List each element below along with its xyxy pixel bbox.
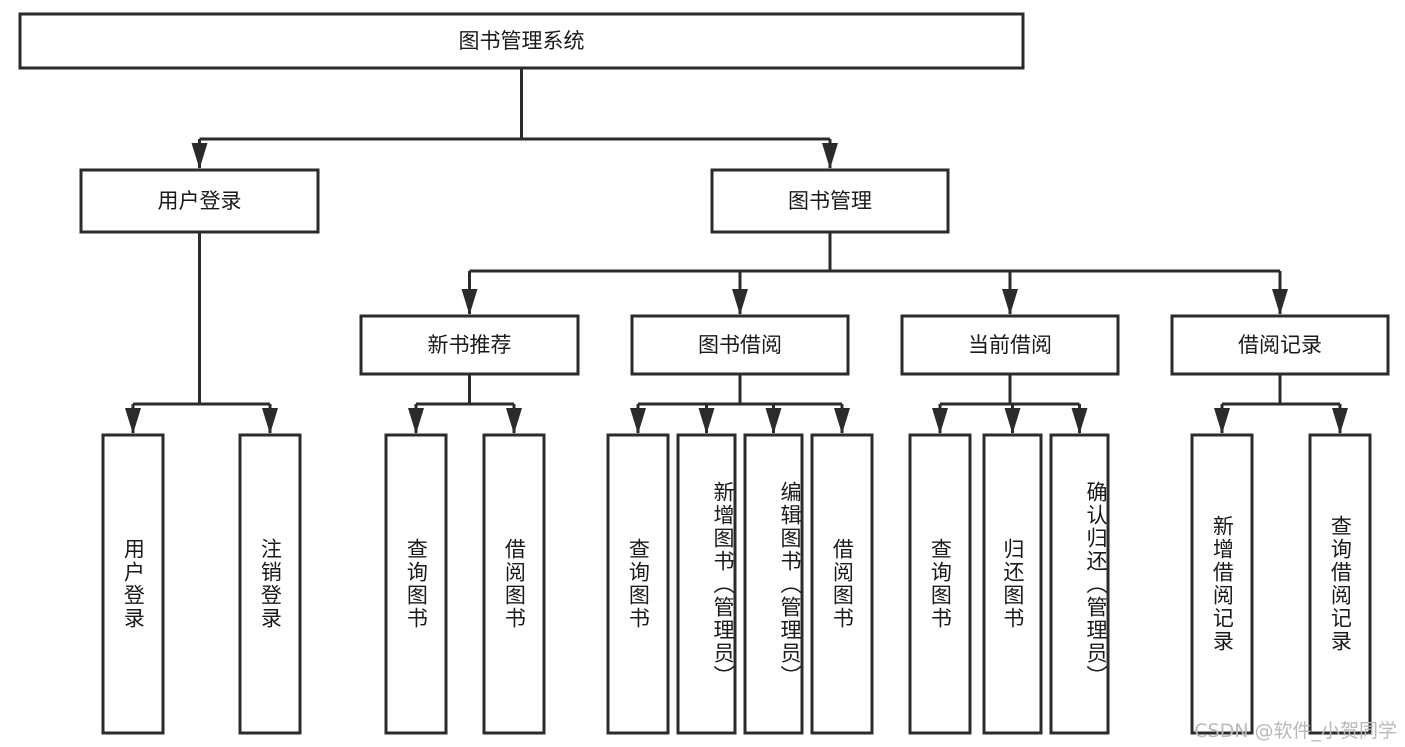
user-login-label: 用户登录 — [158, 189, 242, 213]
node-root[interactable]: 图书管理系统 — [18, 12, 1025, 70]
arrow-down-icon-leaf-add-book-admin — [698, 408, 715, 434]
new-book-recommend-label: 新书推荐 — [428, 333, 512, 357]
node-leaf-borrow-book-1[interactable] — [482, 433, 546, 735]
arrow-down-icon-leaf-return-book — [1004, 408, 1021, 434]
arrow-down-icon-leaf-edit-book-admin — [765, 408, 782, 434]
borrow-record-label: 借阅记录 — [1238, 333, 1322, 357]
node-leaf-user-login[interactable] — [101, 433, 165, 735]
node-book-borrow[interactable]: 图书借阅 — [630, 314, 850, 376]
node-book-manage[interactable]: 图书管理 — [710, 168, 950, 234]
node-leaf-user-logout[interactable] — [238, 433, 302, 735]
arrow-down-icon-leaf-borrow-book-2 — [834, 408, 850, 434]
new-book-recommend-box[interactable] — [359, 314, 580, 376]
current-borrow-box[interactable] — [900, 314, 1120, 376]
node-leaf-return-book[interactable] — [982, 433, 1043, 735]
leaf-borrow-book-2-box[interactable] — [810, 433, 874, 735]
book-borrow-box[interactable] — [630, 314, 850, 376]
node-current-borrow[interactable]: 当前借阅 — [900, 314, 1120, 376]
leaf-edit-book-admin-box[interactable] — [743, 433, 804, 735]
leaf-confirm-return-admin-box[interactable] — [1049, 433, 1110, 735]
leaf-user-login-box[interactable] — [101, 433, 165, 735]
leaf-query-book-3-box[interactable] — [908, 433, 972, 735]
leaf-add-book-admin-box[interactable] — [676, 433, 737, 735]
leaf-query-book-2-box[interactable] — [606, 433, 670, 735]
node-leaf-add-book-admin[interactable] — [676, 433, 737, 735]
connectors-layer — [125, 68, 1348, 434]
arrow-down-icon-leaf-borrow-book-1 — [506, 408, 522, 434]
arrow-down-icon-leaf-query-book-2 — [630, 408, 646, 434]
node-leaf-query-book-3[interactable] — [908, 433, 972, 735]
book-manage-label: 图书管理 — [788, 189, 872, 213]
arrow-down-icon-book-manage — [822, 143, 838, 169]
leaf-return-book-box[interactable] — [982, 433, 1043, 735]
node-leaf-edit-book-admin[interactable] — [743, 433, 804, 735]
node-user-login[interactable]: 用户登录 — [79, 168, 320, 234]
arrow-down-icon-leaf-query-borrow-record — [1332, 408, 1348, 434]
node-leaf-add-borrow-record[interactable] — [1190, 433, 1254, 735]
node-leaf-borrow-book-2[interactable] — [810, 433, 874, 735]
node-leaf-query-borrow-record[interactable] — [1308, 433, 1372, 735]
root-label: 图书管理系统 — [459, 29, 585, 53]
node-leaf-confirm-return-admin[interactable] — [1049, 433, 1110, 735]
node-borrow-record[interactable]: 借阅记录 — [1170, 314, 1390, 376]
arrow-down-icon-leaf-user-login — [125, 408, 141, 434]
user-login-box[interactable] — [79, 168, 320, 234]
leaf-add-borrow-record-box[interactable] — [1190, 433, 1254, 735]
arrow-down-icon-leaf-query-book-1 — [408, 408, 424, 434]
node-leaf-query-book-1[interactable] — [384, 433, 448, 735]
book-borrow-label: 图书借阅 — [698, 333, 782, 357]
arrow-down-icon-leaf-add-borrow-record — [1214, 408, 1230, 434]
leaf-borrow-book-1-box[interactable] — [482, 433, 546, 735]
leaf-user-logout-box[interactable] — [238, 433, 302, 735]
leaf-query-book-1-box[interactable] — [384, 433, 448, 735]
root-box[interactable] — [18, 12, 1025, 70]
arrow-down-icon-leaf-confirm-return-admin — [1071, 408, 1088, 434]
book-manage-box[interactable] — [710, 168, 950, 234]
current-borrow-label: 当前借阅 — [968, 333, 1052, 357]
node-leaf-query-book-2[interactable] — [606, 433, 670, 735]
arrow-down-icon-book-borrow — [732, 289, 748, 315]
arrow-down-icon-new-book-recommend — [461, 289, 478, 315]
borrow-record-box[interactable] — [1170, 314, 1390, 376]
arrow-down-icon-user-login — [191, 143, 208, 169]
arrow-down-icon-leaf-user-logout — [262, 408, 278, 434]
arrow-down-icon-current-borrow — [1002, 289, 1018, 315]
node-new-book-recommend[interactable]: 新书推荐 — [359, 314, 580, 376]
leaf-query-borrow-record-box[interactable] — [1308, 433, 1372, 735]
arrow-down-icon-borrow-record — [1272, 289, 1288, 315]
arrow-down-icon-leaf-query-book-3 — [932, 408, 948, 434]
